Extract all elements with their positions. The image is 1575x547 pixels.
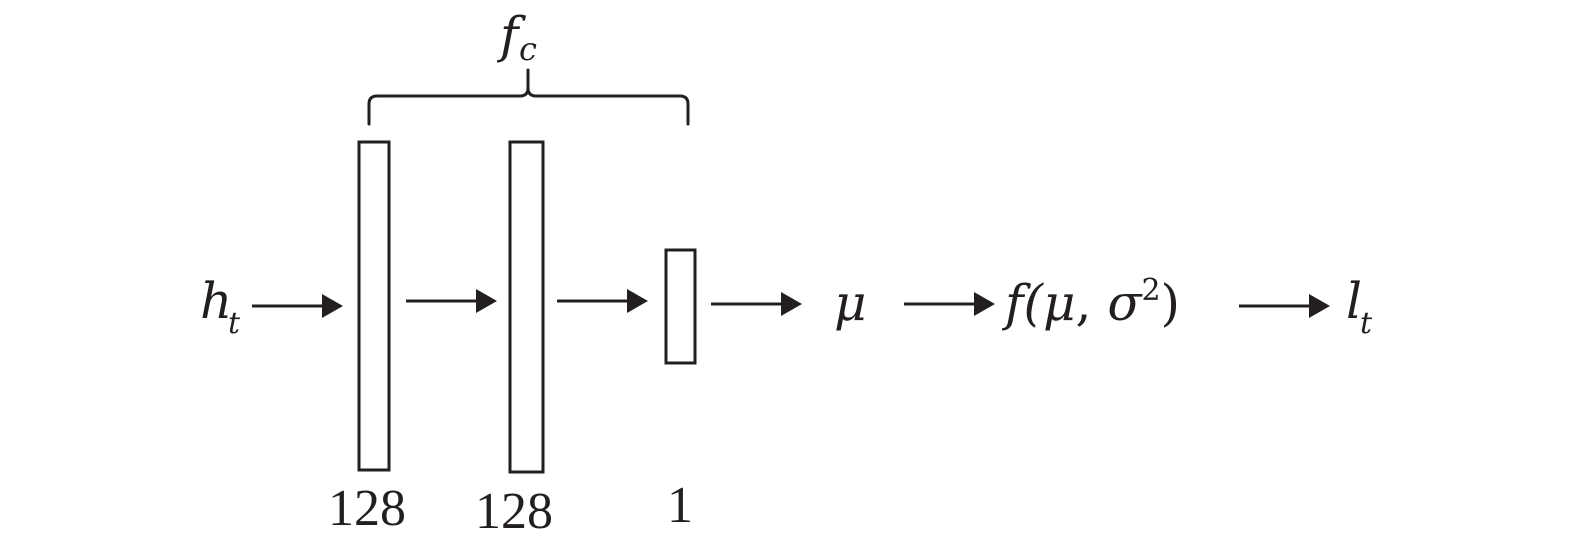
arrowhead-input-to-layer1	[322, 294, 343, 318]
fc-layer-2	[508, 140, 545, 474]
arrowhead-layer3-to-mu	[781, 292, 802, 316]
fc-layer-3	[664, 248, 697, 365]
layer-3-units: 1	[667, 477, 693, 534]
fc-layer-1	[357, 140, 391, 472]
output-label-subscript: t	[1360, 306, 1373, 341]
layer-2-units: 128	[475, 483, 553, 540]
arrowhead-mu-to-distribution	[974, 292, 995, 316]
group-label-subscript: c	[519, 30, 537, 68]
arrowhead-layer1-to-layer2	[476, 289, 497, 313]
arrowhead-layer2-to-layer3	[627, 289, 648, 313]
group-brace	[367, 68, 690, 126]
output-label: l	[1346, 272, 1362, 330]
layer-1-units: 128	[328, 480, 406, 537]
mu-label: μ	[834, 274, 867, 332]
distribution-label: f(μ, σ2)	[1001, 273, 1180, 332]
input-label: h	[200, 272, 232, 330]
input-label-subscript: t	[228, 306, 241, 341]
arrowhead-distribution-to-output	[1309, 294, 1330, 318]
